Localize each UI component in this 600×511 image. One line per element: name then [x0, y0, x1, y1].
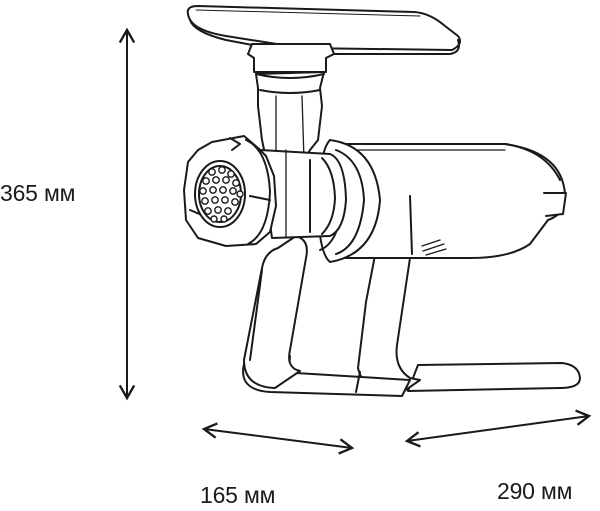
grinder-plate-holes [199, 166, 244, 223]
height-label: 365 мм [0, 180, 76, 206]
width-label: 290 мм [497, 478, 573, 504]
depth-arrow [201, 422, 355, 455]
feed-neck [247, 43, 335, 169]
grinder-tube [259, 149, 347, 239]
width-arrow [404, 409, 592, 448]
depth-label: 165 мм [200, 482, 276, 508]
motor-body [317, 139, 567, 263]
